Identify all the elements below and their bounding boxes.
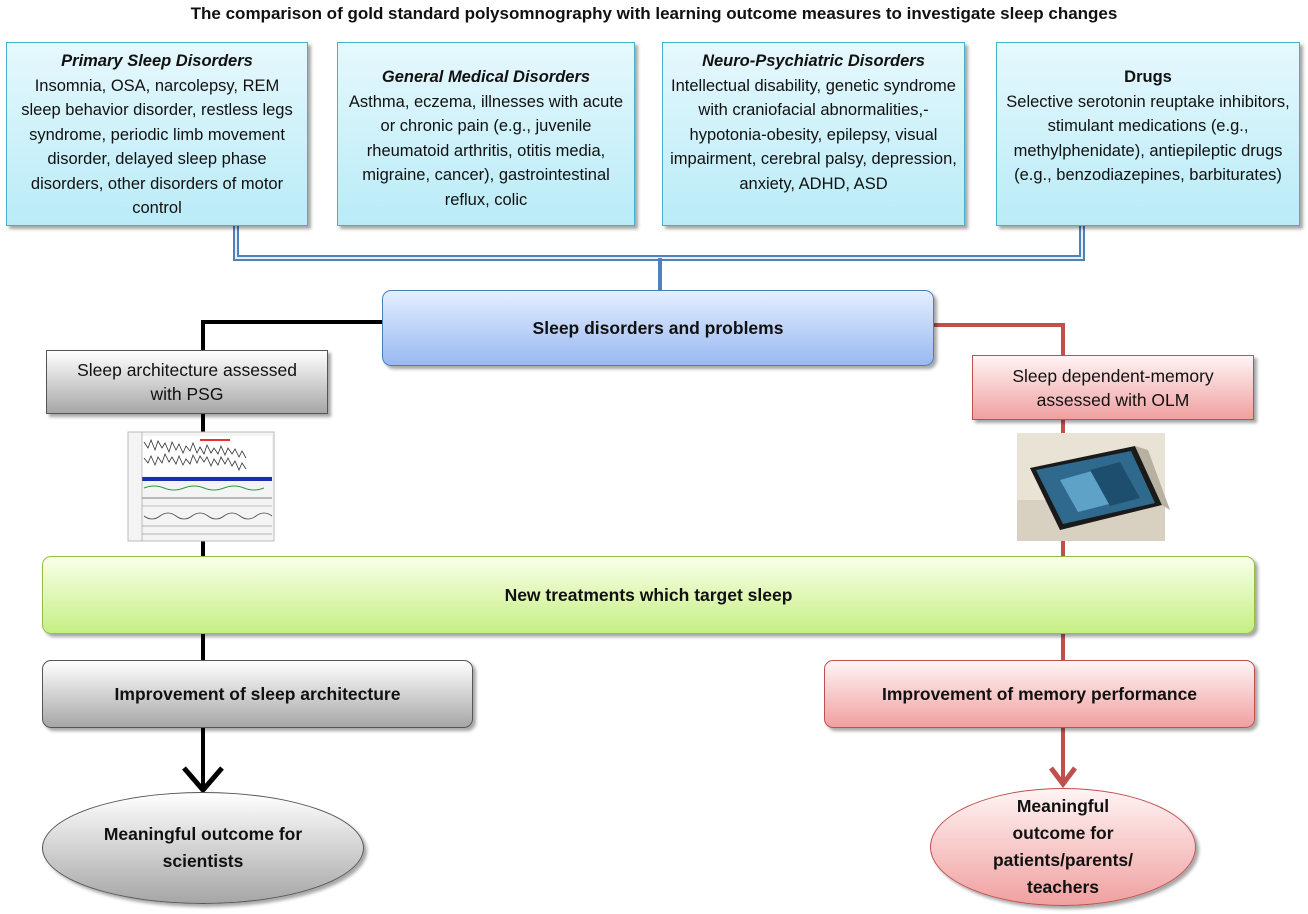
sleep-architecture-improvement-box: Improvement of sleep architecture <box>42 660 473 728</box>
top-bracket <box>233 226 1085 290</box>
psg-recording-image <box>127 431 275 542</box>
right-path <box>934 323 1065 780</box>
category-heading: Drugs <box>1124 68 1172 86</box>
olm-assessment-box: Sleep dependent-memory assessed with OLM <box>972 355 1254 420</box>
scientists-outcome-ellipse: Meaningful outcome for scientists <box>42 792 364 904</box>
category-general-medical-disorders: General Medical Disorders Asthma, eczema… <box>337 42 635 226</box>
left-arrowhead <box>182 766 224 794</box>
tablet-image <box>1017 433 1170 541</box>
category-drugs: Drugs Selective serotonin reuptake inhib… <box>996 42 1300 226</box>
patients-outcome-ellipse: Meaningful outcome for patients/parents/… <box>930 788 1196 906</box>
category-body: Selective serotonin reuptake inhibitors,… <box>1006 92 1290 185</box>
category-body: Insomnia, OSA, narcolepsy, REM sleep beh… <box>21 76 293 218</box>
category-heading: General Medical Disorders <box>381 68 591 86</box>
category-body: Intellectual disability, genetic syndrom… <box>670 76 957 193</box>
new-treatments-box: New treatments which target sleep <box>42 556 1255 634</box>
right-arrowhead <box>1049 766 1077 789</box>
psg-assessment-box: Sleep architecture assessed with PSG <box>46 350 328 414</box>
category-primary-sleep-disorders: Primary Sleep Disorders Insomnia, OSA, n… <box>6 42 308 226</box>
category-heading: Primary Sleep Disorders <box>61 52 253 70</box>
left-path <box>201 320 384 786</box>
memory-performance-improvement-box: Improvement of memory performance <box>824 660 1255 728</box>
category-body: Asthma, eczema, illnesses with acute or … <box>348 92 624 209</box>
diagram-title: The comparison of gold standard polysomn… <box>190 4 1118 23</box>
category-neuro-psychiatric-disorders: Neuro-Psychiatric Disorders Intellectual… <box>662 42 965 226</box>
sleep-disorders-box: Sleep disorders and problems <box>382 290 934 366</box>
category-heading: Neuro-Psychiatric Disorders <box>702 52 925 70</box>
